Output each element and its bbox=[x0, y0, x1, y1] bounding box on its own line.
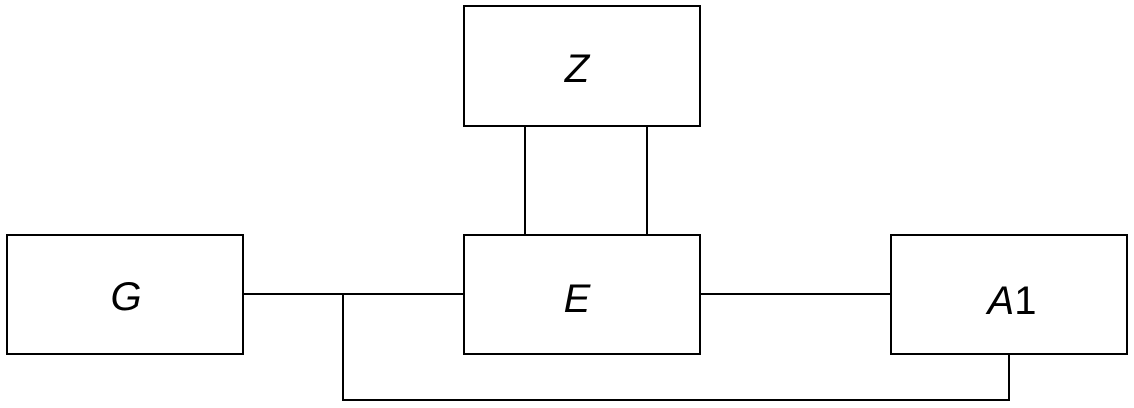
block-e-label: E bbox=[564, 277, 592, 321]
block-a1: A1 bbox=[890, 234, 1128, 355]
block-g-label: G bbox=[110, 275, 141, 319]
block-a1-label: A1 bbox=[986, 279, 1037, 323]
block-a1-box bbox=[890, 234, 1128, 355]
block-e-box bbox=[463, 234, 701, 355]
connections bbox=[243, 126, 1010, 401]
block-g-box bbox=[6, 234, 244, 355]
block-z: Z bbox=[463, 5, 701, 127]
block-z-label: Z bbox=[564, 47, 591, 91]
block-z-box bbox=[463, 5, 701, 127]
wire-feedback-a1 bbox=[342, 294, 1010, 401]
block-e: E bbox=[463, 234, 701, 355]
block-a1-number: 1 bbox=[1014, 279, 1036, 323]
block-g: G bbox=[6, 234, 244, 355]
block-a1-letter: A bbox=[986, 279, 1015, 323]
